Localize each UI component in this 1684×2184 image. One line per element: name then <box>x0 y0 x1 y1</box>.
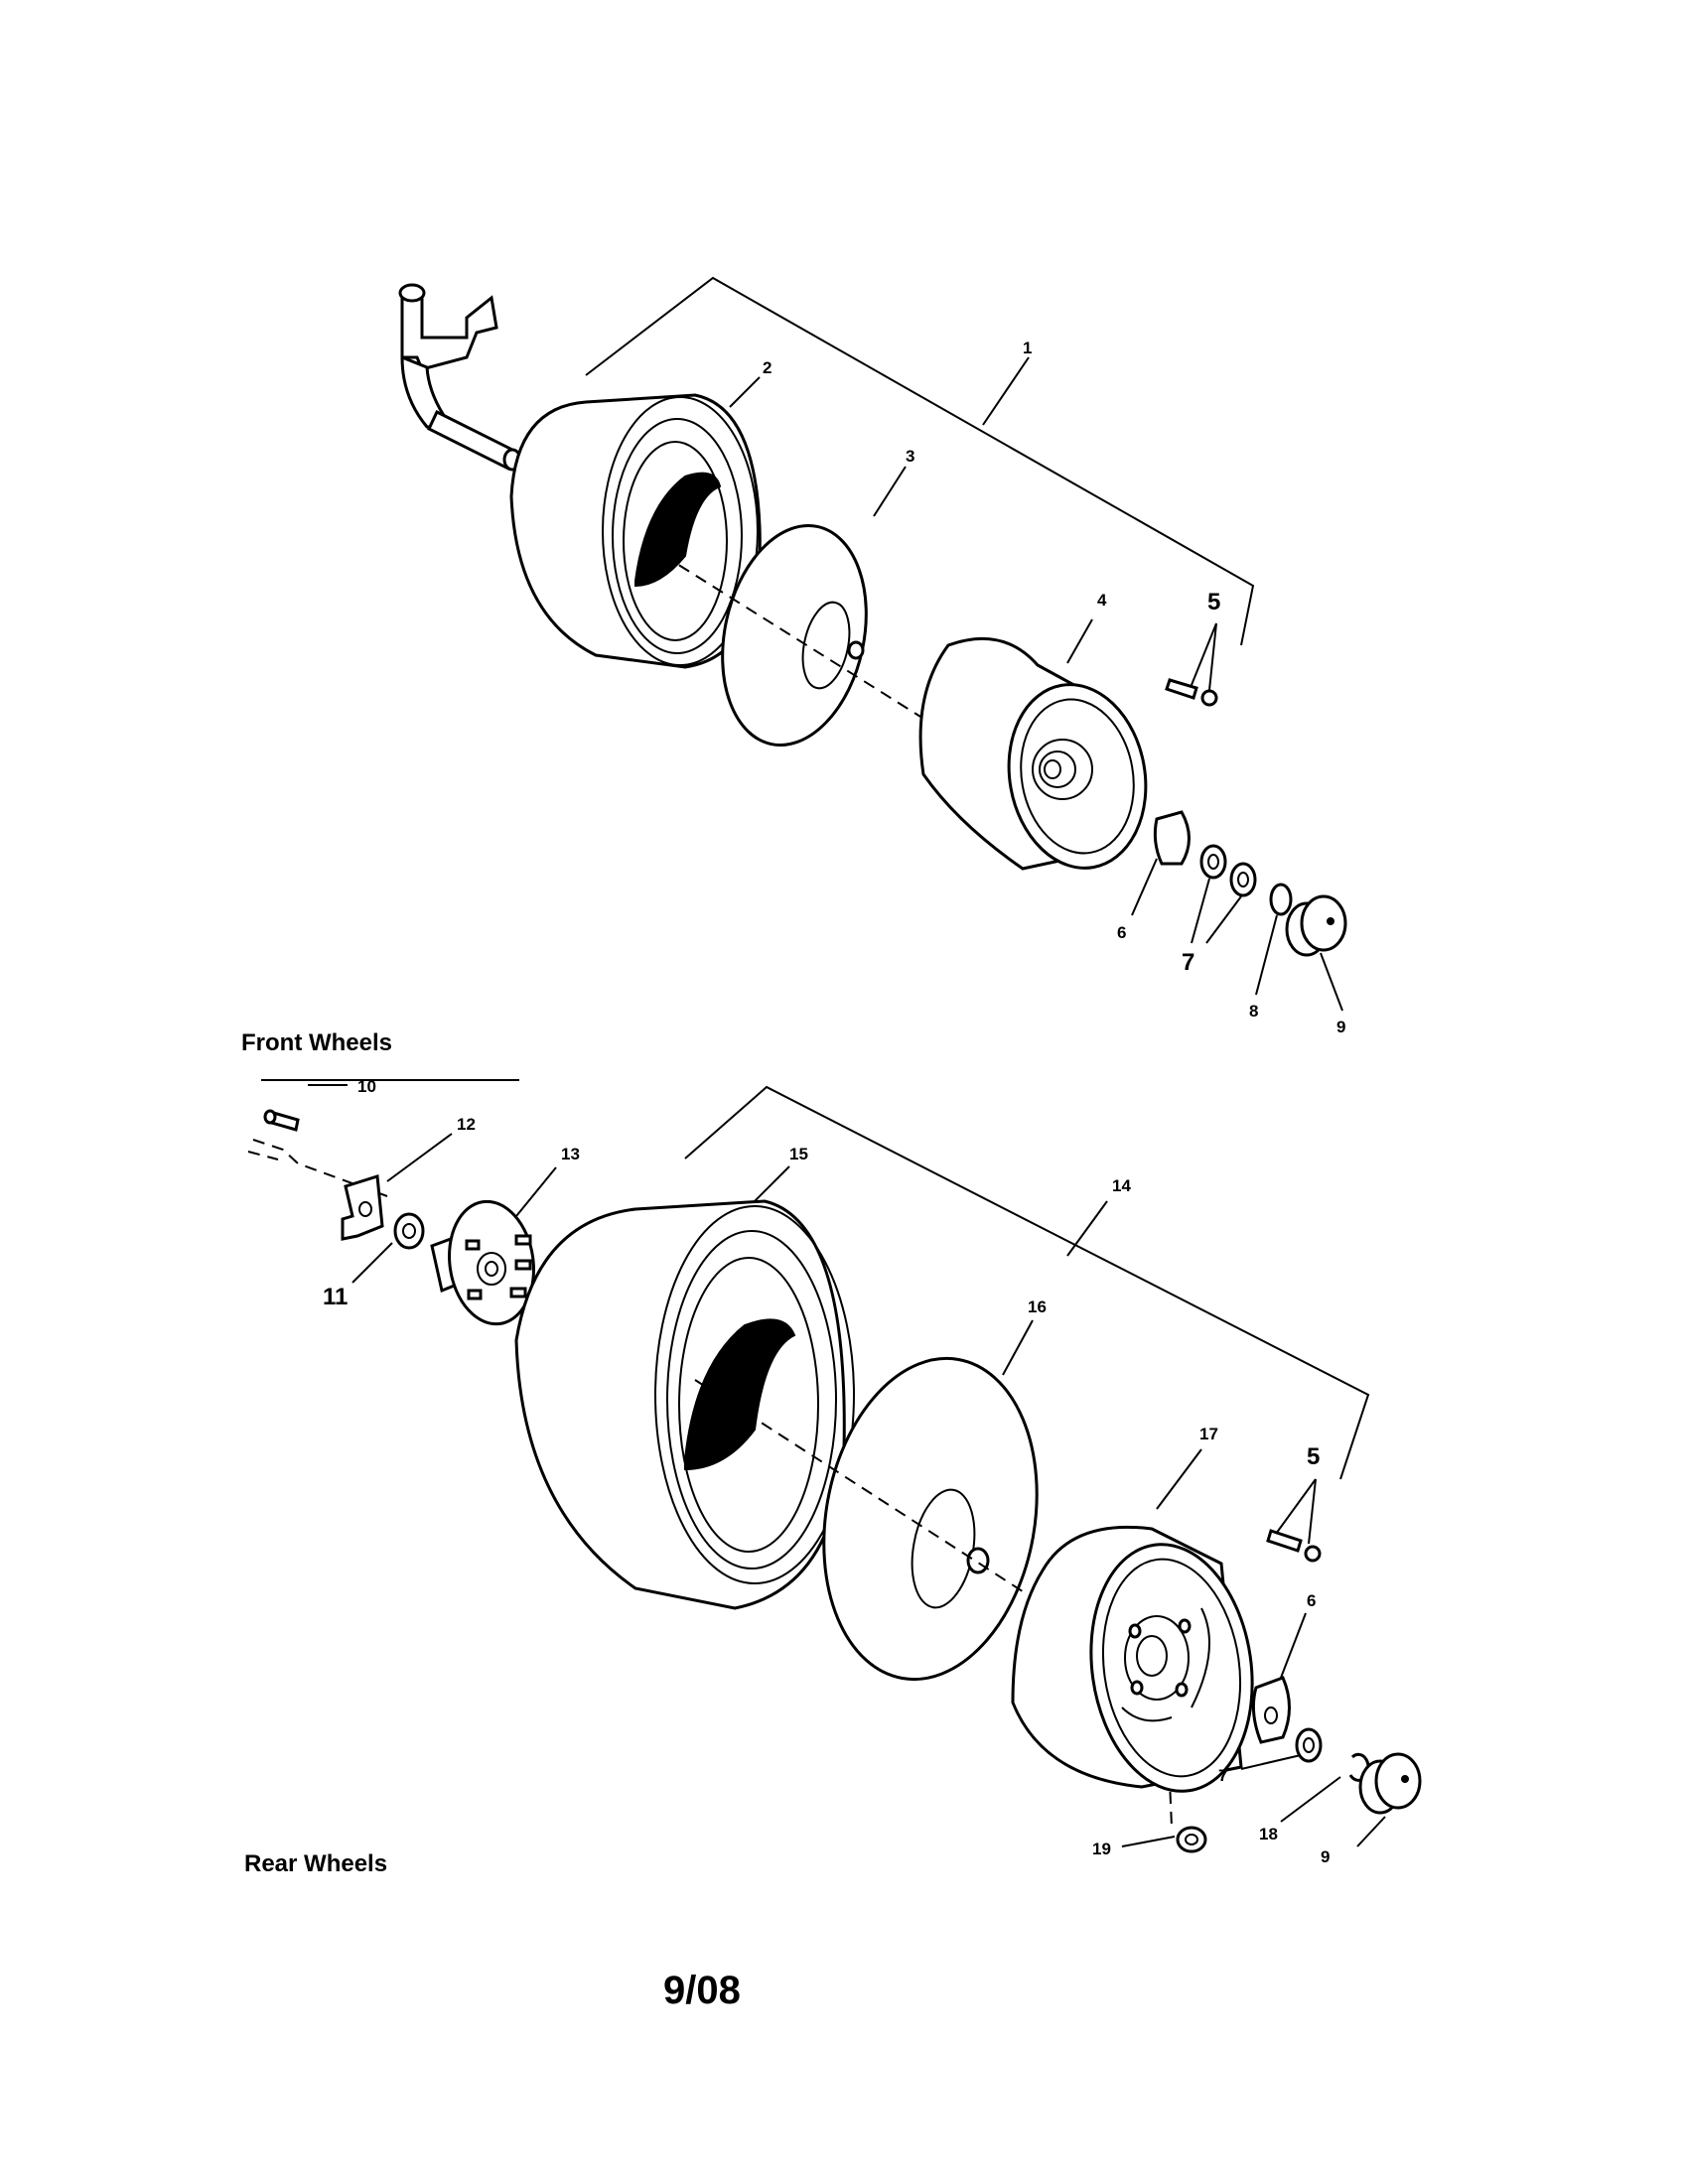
front-callout-9: 9 <box>1336 1018 1345 1036</box>
front-centerline <box>644 543 934 726</box>
rear-callout-10: 10 <box>357 1077 376 1096</box>
rear-callout-7: 7 <box>1218 1766 1227 1785</box>
rear-callout-16: 16 <box>1028 1297 1047 1316</box>
rear-wheels-title: Rear Wheels <box>244 1850 387 1877</box>
front-inner-tube <box>721 523 868 748</box>
front-washer-a <box>1199 844 1227 880</box>
front-spindle <box>398 283 522 472</box>
rear-leader-18 <box>1280 1776 1341 1823</box>
front-clip-ring <box>1269 883 1293 916</box>
rear-assembly-bracket <box>684 1085 1370 1480</box>
rear-leader-12 <box>386 1133 453 1182</box>
rear-valve-stem <box>1266 1529 1322 1563</box>
rear-washer <box>393 1212 425 1250</box>
rear-callout-12: 12 <box>457 1115 476 1134</box>
rear-hub <box>430 1199 535 1326</box>
front-assembly-bracket <box>585 276 1255 646</box>
rear-leader-16 <box>1002 1319 1034 1376</box>
front-leader-7b <box>1205 895 1242 944</box>
rear-leader-7 <box>1240 1754 1302 1770</box>
rear-leader-19 <box>1121 1836 1176 1847</box>
rear-rim <box>1011 1525 1254 1793</box>
rear-leader-15 <box>754 1165 790 1202</box>
rear-spacer <box>1251 1676 1291 1744</box>
rear-callout-9: 9 <box>1321 1847 1330 1866</box>
front-wheel-assembly: 1 2 3 4 5 6 7 8 9 <box>398 276 1347 1036</box>
front-washer-b <box>1229 862 1257 897</box>
front-leader-6 <box>1131 858 1158 916</box>
front-leader-7a <box>1191 878 1210 944</box>
rear-leader-9 <box>1356 1816 1386 1847</box>
rear-leader-11 <box>351 1242 393 1284</box>
front-spacer <box>1153 810 1191 866</box>
front-leader-3 <box>873 466 907 517</box>
date-code: 9/08 <box>663 1969 741 2012</box>
rear-washer-7 <box>1295 1727 1323 1763</box>
rear-callout-17: 17 <box>1199 1425 1218 1443</box>
front-callout-8: 8 <box>1249 1002 1258 1021</box>
rear-callout-18: 18 <box>1259 1825 1278 1843</box>
rear-leader-5b <box>1308 1478 1317 1545</box>
front-callout-4: 4 <box>1097 591 1107 610</box>
rear-key <box>247 1109 388 1197</box>
front-wheels-title: Front Wheels <box>241 1029 392 1056</box>
front-callout-2: 2 <box>763 358 772 377</box>
front-rim <box>918 636 1148 871</box>
front-callout-6: 6 <box>1117 923 1126 942</box>
rear-leader-13 <box>515 1166 557 1217</box>
rear-callout-6: 6 <box>1307 1591 1316 1610</box>
front-leader-9 <box>1320 952 1343 1012</box>
rear-wheel-assembly: 10 12 13 14 15 16 17 5 6 7 18 9 19 11 <box>247 1077 1422 1866</box>
rear-callout-19: 19 <box>1092 1840 1111 1858</box>
rear-hub-bracket <box>341 1174 384 1241</box>
rear-centerline <box>694 1379 1173 1689</box>
rear-lug-nut <box>1176 1826 1207 1853</box>
rear-hub-cap <box>1358 1752 1422 1815</box>
rear-callout-14: 14 <box>1112 1176 1131 1195</box>
front-callout-7: 7 <box>1182 949 1194 976</box>
front-leader-1 <box>982 356 1030 426</box>
rear-leader-6 <box>1280 1612 1307 1679</box>
front-leader-5b <box>1208 622 1217 691</box>
rear-tire <box>514 1199 855 1610</box>
front-hub-cap <box>1285 894 1347 957</box>
front-leader-4 <box>1066 618 1093 664</box>
front-callout-1: 1 <box>1023 339 1032 357</box>
rear-leader-17 <box>1156 1448 1202 1510</box>
rear-leader-5a <box>1275 1478 1317 1535</box>
front-tire <box>509 393 762 669</box>
front-leader-5a <box>1191 622 1217 686</box>
rear-callout-5: 5 <box>1307 1443 1320 1470</box>
front-callout-3: 3 <box>906 447 914 466</box>
rear-leader-14 <box>1066 1200 1108 1257</box>
rear-callout-13: 13 <box>561 1145 580 1163</box>
front-leader-8 <box>1255 914 1278 996</box>
rear-callout-15: 15 <box>789 1145 808 1163</box>
front-leader-2 <box>729 376 761 408</box>
front-valve-stem <box>1165 678 1218 707</box>
rear-callout-11: 11 <box>323 1284 348 1310</box>
front-callout-5: 5 <box>1207 589 1220 615</box>
